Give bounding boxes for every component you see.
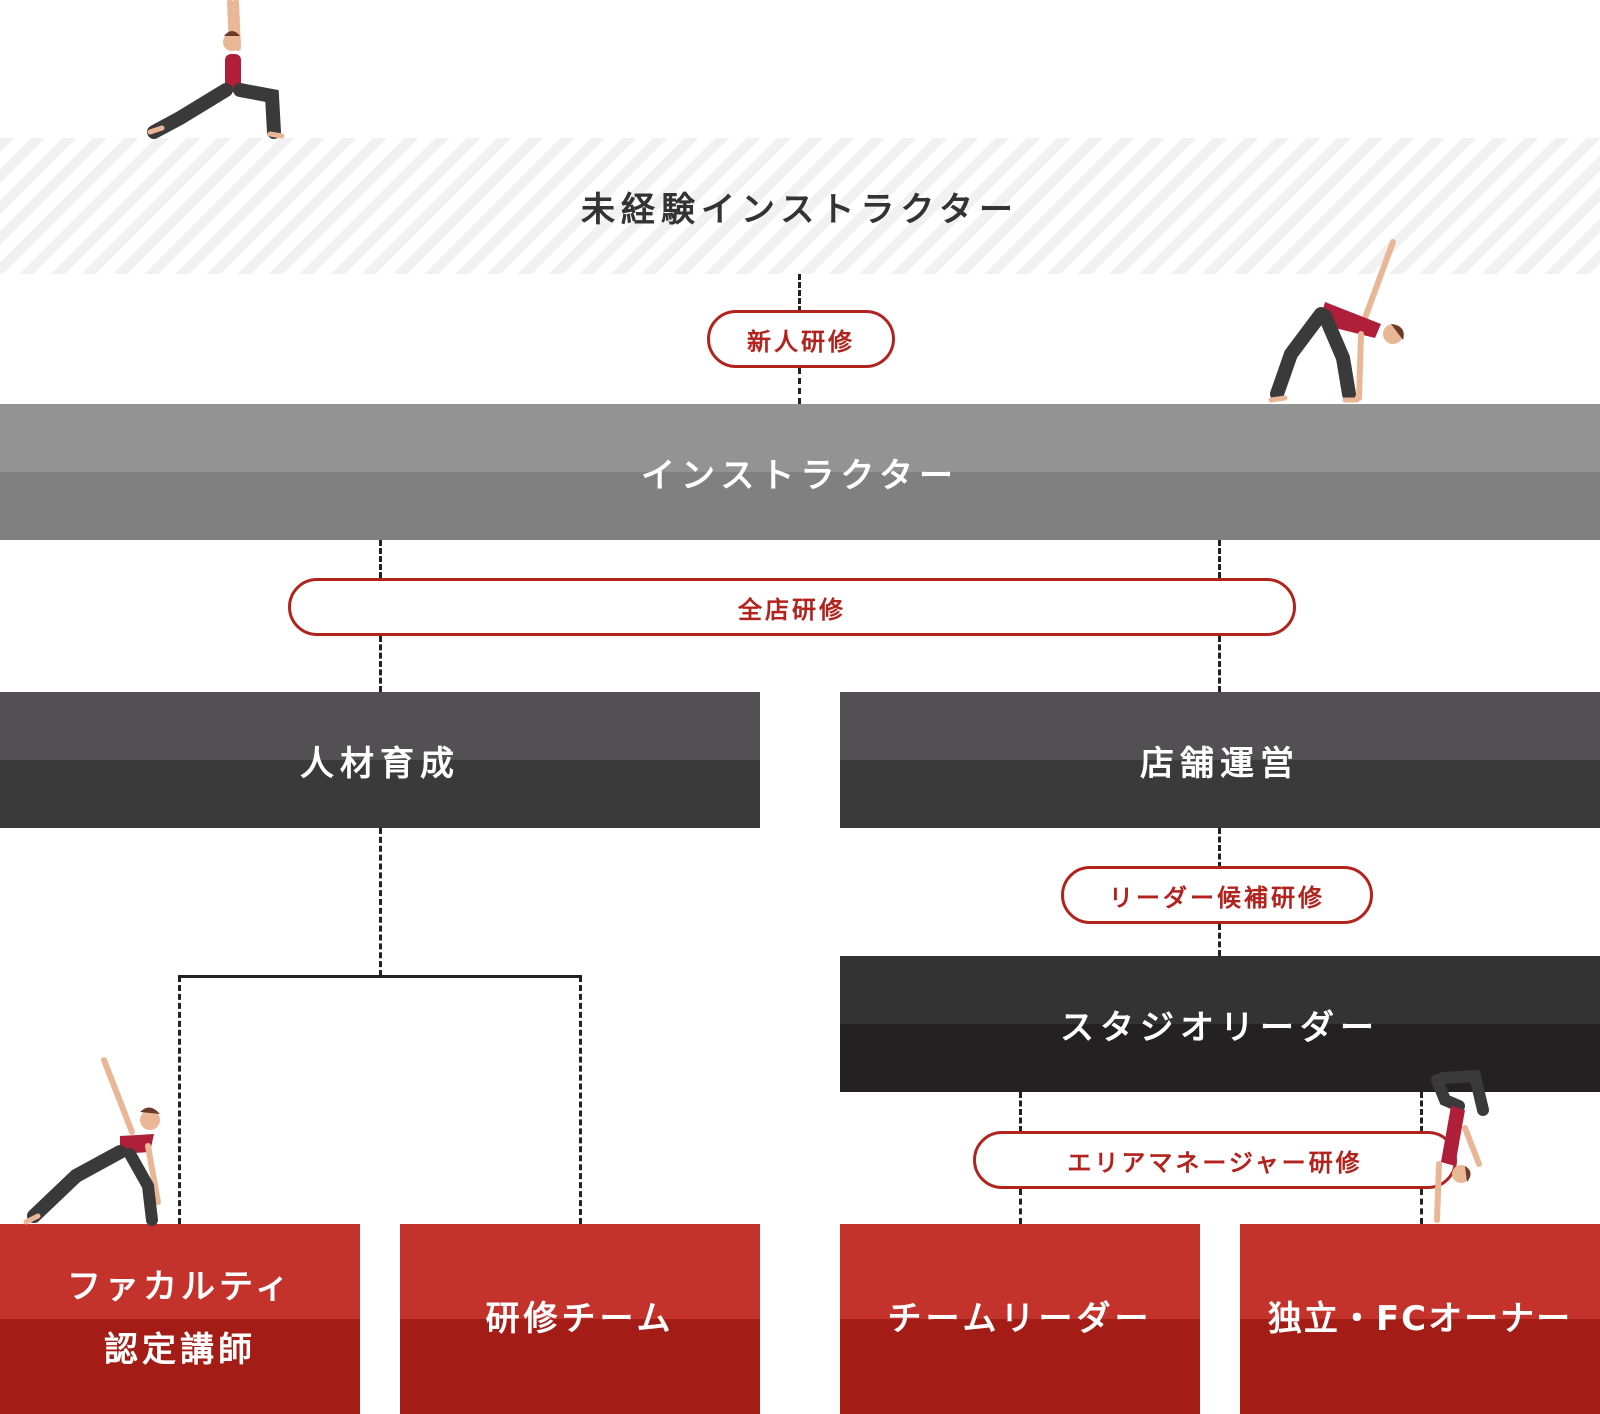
outcome-faculty-line1: ファカルティ [67,1267,293,1308]
connector-hr-to-faculty [178,976,181,1224]
connector-instructor-to-training-right [1218,540,1221,578]
studio-leader-label: スタジオリーダー [1060,1007,1380,1048]
yoga-figure-triangle-icon [1268,239,1404,403]
training-all-store-pill: 全店研修 [288,578,1296,636]
connector-studio-to-am-right [1420,1092,1423,1132]
training-leader-candidate-pill: リーダー候補研修 [1061,866,1373,924]
training-new-hire-pill: 新人研修 [707,310,895,368]
connector-am-to-team-leader [1019,1189,1022,1224]
store-operation-label: 店舗運営 [1140,743,1300,784]
connector-hr-branch [178,975,582,978]
hr-development-band: 人材育成 [0,692,760,828]
outcome-team-leader-label: チームリーダー [887,1298,1153,1339]
outcome-faculty-line2: 認定講師 [104,1330,256,1370]
outcome-faculty-box: ファカルティ 認定講師 [0,1224,360,1414]
instructor-band: インストラクター [0,404,1600,540]
connector-am-to-owner [1420,1189,1423,1224]
outcome-team-leader-box: チームリーダー [840,1224,1200,1414]
connector-training-to-store [1218,636,1221,692]
outcome-training-team-box: 研修チーム [400,1224,760,1414]
yoga-figure-warrior-icon [147,0,285,139]
outcome-owner-label: 独立・FCオーナー [1267,1298,1573,1339]
outcome-training-team-label: 研修チーム [485,1298,675,1339]
store-operation-band: 店舗運営 [840,692,1600,828]
hr-development-label: 人材育成 [300,743,460,784]
connector-instructor-to-training-left [379,540,382,578]
connector-leader-training-to-studio [1218,924,1221,956]
connector-hr-to-training-team [579,976,582,1224]
connector-entry-to-new-hire [798,274,801,312]
entry-level-label: 未経験インストラクター [581,189,1019,230]
entry-band-background [0,138,1600,274]
yoga-figure-handstand-icon [1431,1069,1489,1223]
connector-training-to-hr [379,636,382,692]
instructor-level-label: インストラクター [641,455,959,496]
studio-leader-band: スタジオリーダー [840,956,1600,1092]
outcome-owner-box: 独立・FCオーナー [1240,1224,1600,1414]
connector-store-to-leader-training [1218,828,1221,868]
connector-new-hire-to-instructor [798,368,801,404]
training-area-manager-pill: エリアマネージャー研修 [973,1131,1457,1189]
connector-studio-to-am-left [1019,1092,1022,1132]
connector-hr-down [379,828,382,976]
yoga-figure-side-angle-icon [23,1057,161,1226]
